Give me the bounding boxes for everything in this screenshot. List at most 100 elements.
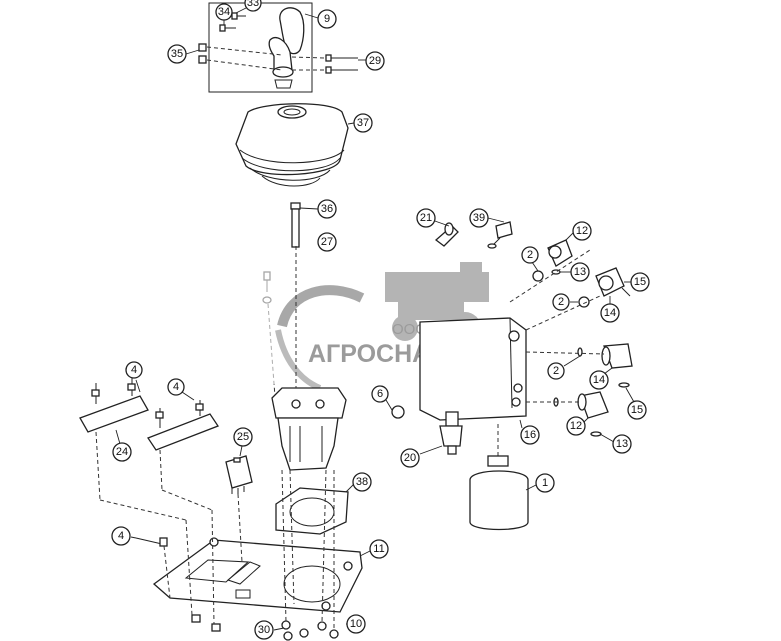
bolts-29 [291,54,358,74]
washer-2-b [578,296,590,308]
callout-2-right: 2 [547,362,565,380]
callout-16-label: 16 [524,429,536,441]
screw-33 [231,12,246,20]
switch-25 [225,455,253,494]
base-plate-11 [152,537,363,613]
callout-37-label: 37 [357,117,369,129]
callout-9-label: 9 [324,13,330,25]
callout-9: 9 [317,9,337,29]
seal-13-b [590,431,602,437]
elbow-fitting-12-top [547,239,573,267]
watermark-company-prefix: ООО [392,321,427,338]
callout-6-label: 6 [377,388,383,400]
callout-2-right-label: 2 [553,365,559,377]
callout-2-mid-label: 2 [558,296,564,308]
gasket-38 [275,487,349,535]
lever-knob [268,7,305,89]
callout-15-top: 15 [630,272,650,292]
callout-35: 35 [167,44,187,64]
leader-line-16 [519,419,523,429]
callout-36-label: 36 [321,203,333,215]
callout-16: 16 [520,425,540,445]
callout-33-label: 33 [247,0,259,9]
callout-13-lower: 13 [612,434,632,454]
callout-14-top-label: 14 [604,307,616,319]
callout-4-left-label: 4 [131,364,137,376]
bolt-4-lower [135,537,168,547]
assembly-line-right-upper [509,249,591,303]
callout-20: 20 [400,448,420,468]
callout-34-label: 34 [218,6,230,18]
callout-2-top: 2 [521,246,539,264]
washer-2-a [532,270,544,282]
callout-6: 6 [371,385,389,403]
callout-25: 25 [233,427,253,447]
callout-leaders [115,7,635,631]
cover-plate-left [79,378,149,433]
callout-39-label: 39 [473,212,485,224]
callout-2-mid: 2 [552,293,570,311]
callout-13-top-label: 13 [574,266,586,278]
valve-block [419,317,527,421]
callout-13-top: 13 [570,262,590,282]
elbow-fitting-14-lower [601,343,633,369]
valve-cartridge-20 [439,411,463,455]
callout-14-lower-label: 14 [593,374,605,386]
callout-21: 21 [416,208,436,228]
callout-12-top: 12 [572,221,592,241]
callout-20-label: 20 [404,452,416,464]
cover-plate-right [147,400,219,451]
callout-21-label: 21 [420,212,432,224]
callout-4-lower-label: 4 [118,530,124,542]
callout-15-top-label: 15 [634,276,646,288]
callout-38: 38 [352,472,372,492]
callout-15-lower-label: 15 [631,404,643,416]
callout-12-top-label: 12 [576,225,588,237]
callout-30-label: 30 [258,624,270,636]
callout-14-lower: 14 [589,370,609,390]
callout-39: 39 [469,208,489,228]
elbow-fitting-12-lower [577,391,609,419]
control-valve-body [271,387,347,471]
callout-30: 30 [254,620,274,640]
callout-27: 27 [317,232,337,252]
callout-11: 11 [369,539,389,559]
callout-1: 1 [535,473,555,493]
fitting-39 [487,221,513,249]
fitting-21 [434,222,459,247]
callout-1-label: 1 [542,477,548,489]
callout-35-label: 35 [171,48,183,60]
lower-hardware [191,614,339,641]
screw-34 [219,24,236,32]
callout-33: 33 [244,0,262,12]
callout-14-top: 14 [600,303,620,323]
nuts-35 [198,43,283,71]
callout-36: 36 [317,199,337,219]
callout-25-label: 25 [237,431,249,443]
callout-10: 10 [346,614,366,634]
callout-37: 37 [353,113,373,133]
callout-10-label: 10 [350,618,362,630]
elbow-fitting-14-top [595,267,631,297]
callout-24: 24 [112,442,132,462]
callout-13-lower-label: 13 [616,438,628,450]
seal-2-c [577,347,583,357]
callout-34: 34 [215,3,233,21]
washer-6 [391,405,405,419]
callout-24-label: 24 [116,446,128,458]
rubber-boot-cover [235,103,349,187]
callout-4-mid-label: 4 [173,381,179,393]
assembly-lines-left [95,246,335,630]
shaft-36 [290,202,301,248]
callout-29: 29 [365,51,385,71]
callout-29-label: 29 [369,55,381,67]
callout-27-label: 27 [321,236,333,248]
callout-12-lower: 12 [566,416,586,436]
filter-canister-1 [469,424,529,531]
callout-15-lower: 15 [627,400,647,420]
callout-11-label: 11 [373,543,384,555]
callout-4-lower: 4 [111,526,131,546]
callout-4-mid: 4 [167,378,185,396]
callout-4-left: 4 [125,361,143,379]
